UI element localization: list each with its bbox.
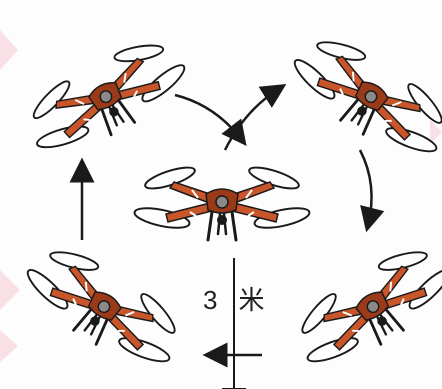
drone-bottom-left (13, 231, 195, 382)
drone-top-left (14, 25, 198, 169)
drone-bottom-right (282, 231, 442, 382)
drone-top-right (280, 21, 442, 172)
arrow-topleft-to-center (175, 95, 242, 140)
arrow-center-to-topright (225, 88, 280, 150)
distance-unit: 米 (238, 280, 265, 317)
drone-center (133, 163, 311, 240)
distance-number: 3 (203, 285, 218, 316)
arrow-right-down (360, 150, 372, 225)
